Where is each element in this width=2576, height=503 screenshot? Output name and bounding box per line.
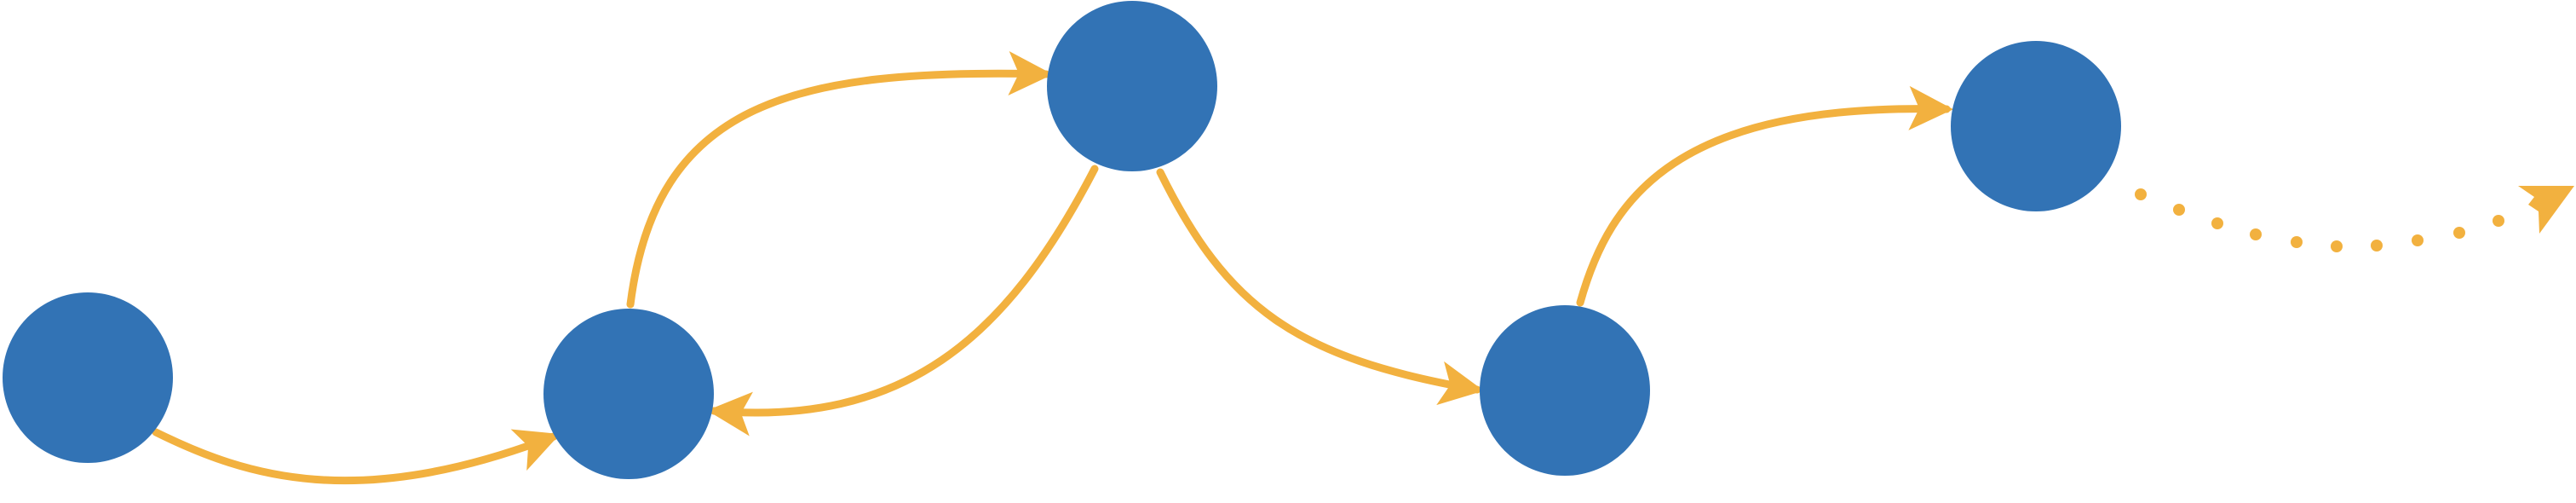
edge-n3-to-n2: [707, 165, 1099, 437]
edge-n4-to-n5: [1576, 85, 1953, 307]
dotted-edge-dot: [2453, 227, 2465, 239]
edge-n1-to-n2: [152, 428, 561, 485]
edge-n3-to-n4: [1156, 168, 1484, 406]
dotted-edge-dot: [2173, 204, 2185, 216]
node-1: [3, 292, 173, 463]
dotted-edge-dot: [2412, 234, 2424, 246]
dotted-edge-dot: [2331, 240, 2343, 252]
edge-n2-to-n3: [626, 50, 1053, 309]
dotted-edge-dot: [2211, 217, 2223, 229]
node-2: [543, 309, 714, 479]
dotted-edge-arrowhead: [2518, 186, 2574, 234]
node-3: [1047, 1, 1217, 171]
dotted-edge-dot: [2250, 228, 2262, 240]
dotted-edge-dot: [2291, 236, 2303, 248]
node-4: [1480, 305, 1650, 476]
dotted-edge-dot: [2493, 215, 2504, 227]
dotted-edge-dot: [2135, 188, 2147, 200]
node-5: [1951, 41, 2121, 211]
edge-n5-to-beyond-dotted: [2135, 188, 2504, 252]
dotted-edge-dot: [2371, 240, 2383, 252]
